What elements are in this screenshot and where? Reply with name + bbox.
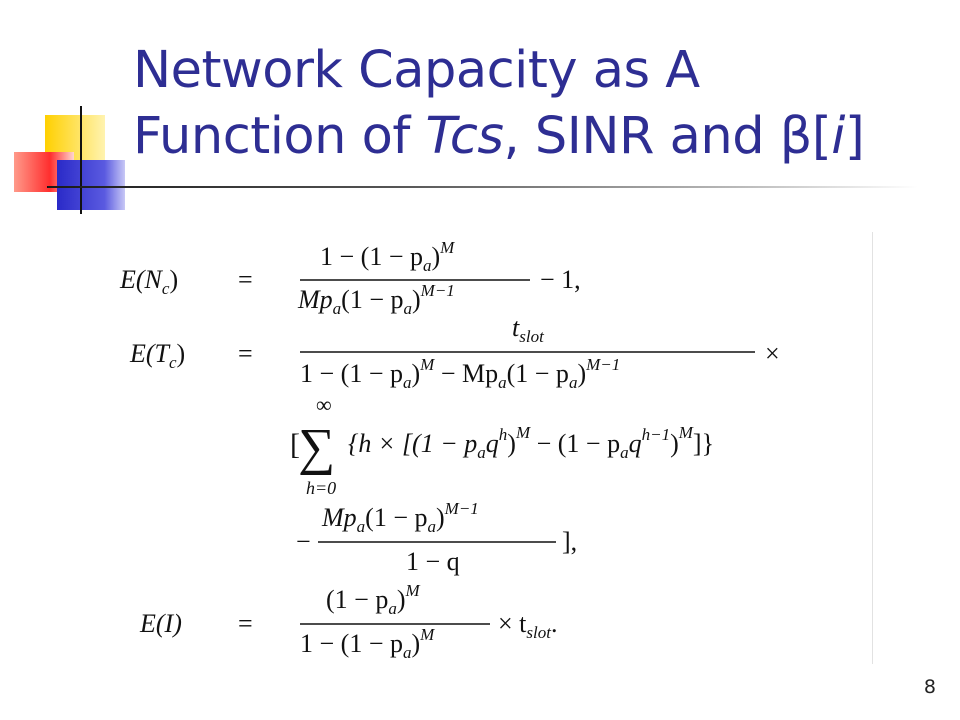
title-line-1: Network Capacity as A	[133, 41, 700, 100]
equation-expected-collision-time: E(Tc) = tslot 1 − (1 − pa)M − Mpa(1 − pa…	[129, 313, 780, 576]
eq2-times: ×	[765, 339, 780, 368]
eq2-sum-upper: ∞	[316, 392, 332, 417]
eq2-frac2-numerator: Mpa(1 − pa)M−1	[321, 499, 479, 536]
title-part: Function of	[133, 107, 426, 166]
title-i: i	[831, 107, 845, 166]
page-number: 8	[923, 676, 936, 698]
eq2-sum-lower: h=0	[306, 478, 336, 498]
equation-expected-collisions: E(Nc) = 1 − (1 − pa)M Mpa(1 − pa)M−1 − 1…	[119, 238, 581, 318]
eq1-lhs: E(Nc)	[119, 265, 178, 298]
eq2-sum-body: {h × [(1 − paqh)M − (1 − paqh−1)M]}	[348, 423, 714, 462]
eq3-numerator: (1 − pa)M	[326, 581, 421, 618]
eq1-equals: =	[238, 265, 253, 294]
eq1-numerator: 1 − (1 − pa)M	[320, 238, 455, 275]
title-line-2: Function of Tcs, SINR and β[i]	[133, 104, 865, 170]
title-part: ]	[844, 107, 865, 166]
eq1-trailing: − 1,	[540, 265, 581, 294]
formula-image: E(Nc) = 1 − (1 − pa)M Mpa(1 − pa)M−1 − 1…	[110, 232, 873, 664]
eq3-trailing: × tslot.	[498, 609, 557, 642]
eq3-denominator: 1 − (1 − pa)M	[300, 625, 435, 662]
eq2-frac2-denominator: 1 − q	[406, 547, 460, 576]
eq2-denominator: 1 − (1 − pa)M − Mpa(1 − pa)M−1	[300, 355, 620, 392]
title-divider	[48, 186, 918, 188]
eq2-frac2-sign: −	[296, 527, 311, 556]
eq3-lhs: E(I)	[139, 609, 182, 638]
title-part: , SINR and β[	[503, 107, 832, 166]
eq2-lhs: E(Tc)	[129, 339, 185, 372]
eq3-equals: =	[238, 609, 253, 638]
eq2-equals: =	[238, 339, 253, 368]
equation-expected-idle: E(I) = (1 − pa)M 1 − (1 − pa)M × tslot.	[139, 581, 557, 662]
title-tcs: Tcs	[425, 107, 504, 166]
eq2-sum-open: [	[290, 428, 300, 461]
eq2-frac2-trailing: ],	[562, 527, 577, 556]
eq2-numerator: tslot	[512, 313, 545, 346]
eq1-denominator: Mpa(1 − pa)M−1	[297, 281, 455, 318]
eq2-sum-symbol: ∑	[298, 419, 335, 476]
slide-title: Network Capacity as A Function of Tcs, S…	[133, 38, 865, 170]
